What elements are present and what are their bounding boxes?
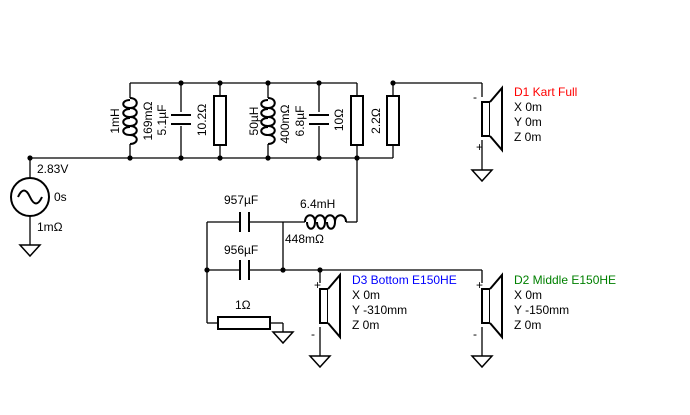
speaker-d3-icon[interactable]: [319, 272, 341, 340]
inductor-1-label: 1mH: [108, 108, 122, 133]
source-delay-label: 0s: [54, 190, 67, 204]
d2-x: X 0m: [514, 288, 542, 302]
d1-x: X 0m: [514, 100, 542, 114]
capacitor-5-1uf[interactable]: [170, 112, 192, 126]
speaker-d1-icon[interactable]: [481, 85, 503, 153]
d3-y: Y -310mm: [352, 303, 407, 317]
ground-symbols: [18, 169, 494, 369]
capacitor-957uf[interactable]: [239, 212, 250, 232]
d3-z: Z 0m: [352, 318, 379, 332]
d1-name: D1 Kart Full: [514, 85, 577, 99]
d3-minus-label: -: [311, 327, 315, 341]
junction-dots: [27, 80, 396, 273]
capacitor-957-label: 957µF: [224, 193, 258, 207]
d2-y: Y -150mm: [514, 303, 569, 317]
resistor-10-2ohm[interactable]: [213, 95, 227, 146]
d2-plus-label: +: [476, 278, 483, 292]
inductor-3-resistance-label: 448mΩ: [285, 232, 324, 246]
resistor-2-2ohm[interactable]: [386, 95, 400, 146]
source-resistance-label: 1mΩ: [37, 220, 63, 234]
source-voltage-label: 2.83V: [37, 162, 68, 176]
capacitor-1-label: 5.1µF: [155, 105, 169, 136]
resistor-1ohm[interactable]: [217, 316, 271, 330]
d1-minus-label: -: [473, 90, 477, 104]
inductor-1mh[interactable]: [121, 97, 139, 145]
capacitor-956-label: 956µF: [224, 243, 258, 257]
resistor-4-label: 1Ω: [235, 298, 251, 312]
resistor-2-label: 10Ω: [332, 109, 346, 131]
d1-plus-label: +: [476, 140, 483, 154]
d2-z: Z 0m: [514, 318, 541, 332]
inductor-3-label: 6.4mH: [300, 197, 335, 211]
resistor-1-label: 10.2Ω: [195, 104, 209, 136]
inductor-50uh[interactable]: [259, 97, 277, 145]
d3-name: D3 Bottom E150HE: [352, 273, 457, 287]
capacitor-956uf[interactable]: [239, 260, 250, 280]
d2-name: D2 Middle E150HE: [514, 273, 616, 287]
voltage-source[interactable]: [10, 177, 50, 217]
d2-minus-label: -: [473, 327, 477, 341]
d1-y: Y 0m: [514, 115, 542, 129]
capacitor-6-8uf[interactable]: [308, 112, 330, 126]
d3-x: X 0m: [352, 288, 380, 302]
d1-z: Z 0m: [514, 130, 541, 144]
inductor-1-resistance-label: 169mΩ: [141, 101, 155, 140]
capacitor-2-label: 6.8µF: [293, 106, 307, 137]
speaker-d2-icon[interactable]: [481, 272, 503, 340]
inductor-2-label: 50µH: [247, 107, 261, 136]
d3-plus-label: +: [314, 278, 321, 292]
inductor-2-resistance-label: 400mΩ: [278, 104, 292, 143]
resistor-10ohm[interactable]: [350, 95, 364, 146]
resistor-3-label: 2.2Ω: [369, 108, 383, 134]
inductor-6-4mh[interactable]: [304, 214, 347, 230]
